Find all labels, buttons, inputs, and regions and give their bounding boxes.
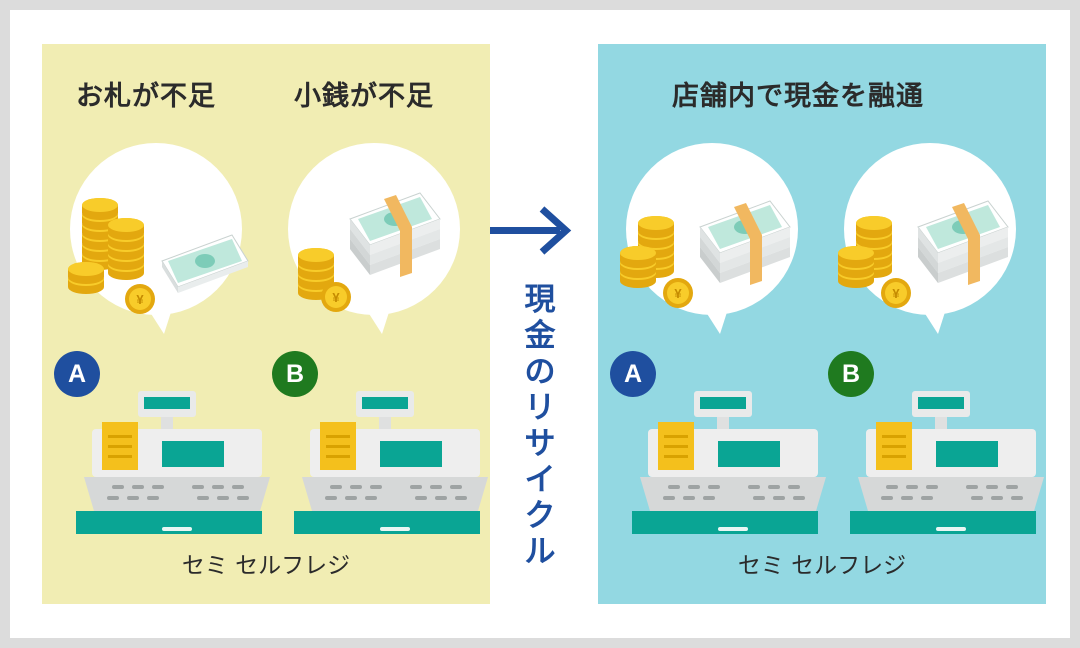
- register-unit-b-shared: B: [826, 139, 1044, 534]
- left-panel: お札が不足 小銭が不足 A: [42, 44, 490, 604]
- register-a-illustration: [68, 143, 270, 534]
- right-panel: 店舗内で現金を融通 A: [598, 44, 1046, 604]
- register-unit-a-shared: A: [608, 139, 826, 534]
- arrow-right-icon: [490, 206, 572, 255]
- heading-cash-sharing: 店舗内で現金を融通: [672, 81, 924, 112]
- heading-bills-shortage: お札が不足: [76, 81, 216, 112]
- cash-recycling-label: 現金のリサイクル: [524, 282, 556, 570]
- register-b-badge: B: [828, 351, 874, 397]
- diagram-frame: お札が不足 小銭が不足 A: [10, 10, 1070, 638]
- register-unit-a: A: [52, 139, 270, 534]
- register-b-illustration: [288, 143, 488, 534]
- register-a-shared-illustration: [620, 143, 826, 534]
- register-a-badge: A: [54, 351, 100, 397]
- register-unit-b: B: [270, 139, 488, 534]
- register-b-shared-illustration: [838, 143, 1044, 534]
- register-b-badge: B: [272, 351, 318, 397]
- heading-coins-shortage: 小銭が不足: [294, 81, 434, 112]
- right-caption: セミ セルフレジ: [737, 553, 907, 579]
- left-caption: セミ セルフレジ: [181, 553, 351, 579]
- register-a-badge: A: [610, 351, 656, 397]
